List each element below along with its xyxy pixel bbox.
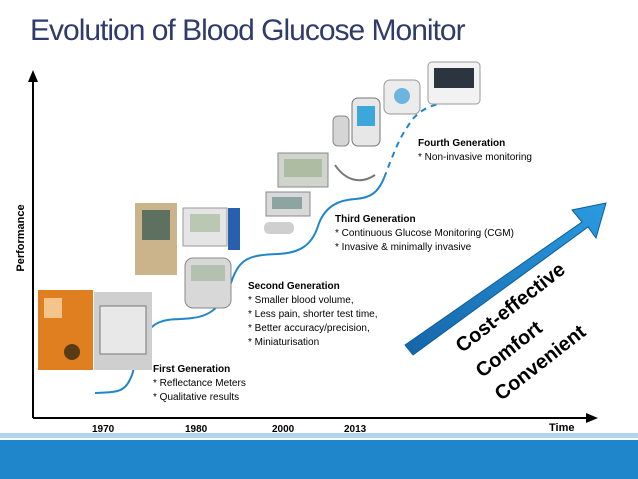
generation-item: * Better accuracy/precision,: [248, 323, 370, 334]
tick-label: 2013: [344, 424, 367, 435]
generation-item: * Invasive & minimally invasive: [335, 242, 472, 253]
device-image-second-generation: [135, 203, 240, 309]
generation-item: * Continuous Glucose Monitoring (CGM): [335, 228, 514, 239]
footer-accent-line: [0, 433, 638, 438]
x-axis-label: Time: [549, 422, 575, 434]
generation-item: * Miniaturisation: [248, 337, 320, 348]
generation-item: * Smaller blood volume,: [248, 295, 354, 306]
generation-block-third: Third Generation * Continuous Glucose Mo…: [335, 213, 514, 255]
x-axis-arrowhead: [586, 413, 598, 423]
benefit-arrow: [404, 202, 607, 356]
generation-title: Second Generation: [248, 281, 340, 292]
generation-item: * Reflectance Meters: [153, 378, 246, 389]
generation-title: First Generation: [153, 364, 231, 375]
generation-title: Third Generation: [335, 214, 416, 225]
generation-block-fourth: Fourth Generation * Non-invasive monitor…: [418, 137, 532, 165]
footer-bar: [0, 440, 638, 479]
generation-block-second: Second Generation * Smaller blood volume…: [248, 280, 378, 350]
generation-item: * Less pain, shorter test time,: [248, 309, 378, 320]
generation-title: Fourth Generation: [418, 138, 506, 149]
generation-item: * Non-invasive monitoring: [418, 152, 532, 163]
tick-label: 1980: [185, 424, 208, 435]
device-image-third-generation: [264, 152, 376, 234]
evolution-curve-dashed: [383, 103, 441, 179]
evolution-curve-2: [191, 253, 279, 319]
y-axis-label: Performance: [15, 204, 27, 272]
device-image-first-generation: [38, 290, 152, 370]
tick-label: 2000: [272, 424, 295, 435]
y-axis-arrowhead: [28, 70, 38, 82]
generation-item: * Qualitative results: [153, 392, 240, 403]
device-image-fourth-generation: [332, 61, 481, 147]
page-title: Evolution of Blood Glucose Monitor: [30, 14, 466, 47]
generation-block-first: First Generation * Reflectance Meters * …: [153, 363, 246, 405]
tick-label: 1970: [92, 424, 115, 435]
evolution-curve-3: [277, 177, 385, 255]
